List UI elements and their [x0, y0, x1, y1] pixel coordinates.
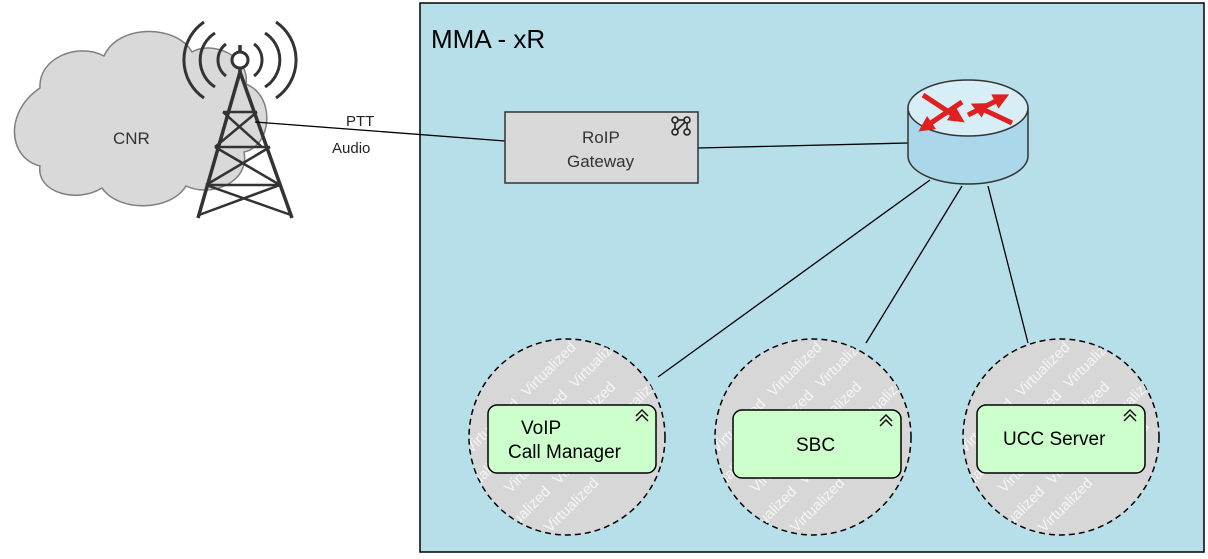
ptt-audio-link	[254, 121, 506, 142]
ucc-server-node: UCC Server	[976, 404, 1146, 474]
interface-icon	[671, 116, 691, 136]
cnr-label: CNR	[113, 129, 150, 148]
gateway-router-link	[697, 142, 909, 149]
router-sbc-link	[865, 185, 963, 344]
gateway-label-line1: RoIP	[582, 128, 620, 147]
roip-gateway-node	[504, 111, 699, 184]
region-title: MMA - xR	[431, 24, 545, 54]
gateway-label-line2: Gateway	[567, 152, 635, 171]
component-icon	[635, 409, 649, 422]
ucc-server-label: UCC Server	[1003, 429, 1106, 450]
router-icon	[907, 79, 1029, 185]
voip-label-line1: VoIP	[521, 418, 561, 439]
component-icon	[879, 414, 893, 427]
radio-tower-icon	[182, 20, 298, 219]
router-voip-link	[657, 179, 931, 378]
voip-call-manager-node: VoIP Call Manager	[487, 404, 657, 474]
router-ucc-link	[987, 185, 1029, 344]
component-icon	[1123, 409, 1137, 422]
sbc-node: SBC	[732, 409, 902, 479]
sbc-label: SBC	[796, 435, 835, 456]
link-label-ptt: PTT	[346, 113, 374, 130]
link-label-audio: Audio	[332, 140, 370, 157]
voip-label-line2: Call Manager	[508, 442, 622, 463]
